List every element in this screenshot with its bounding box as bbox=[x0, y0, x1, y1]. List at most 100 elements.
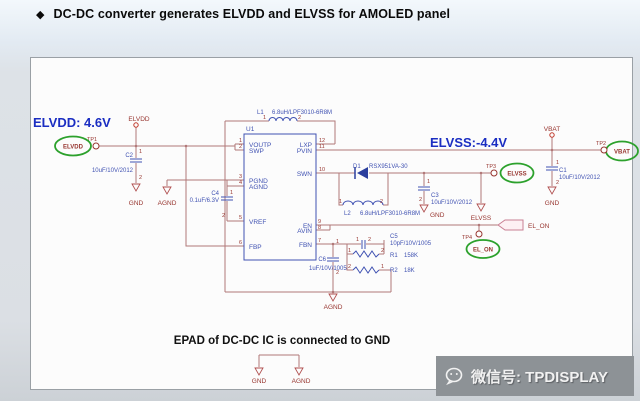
tp2-pad bbox=[600, 146, 608, 154]
wechat-icon bbox=[445, 367, 463, 386]
r2-pin2: 2 bbox=[348, 264, 351, 270]
tp4-net-label: EL_ON bbox=[473, 248, 493, 254]
c1-pin2: 2 bbox=[556, 180, 559, 186]
l2-loop-wire bbox=[338, 173, 389, 206]
ic-refdes: U1 bbox=[246, 126, 255, 133]
c2-pin2: 2 bbox=[139, 175, 142, 181]
r1-pin1: 1 bbox=[348, 248, 351, 254]
l2-coil bbox=[342, 200, 384, 206]
c6-plates bbox=[327, 257, 339, 262]
pin-name-pvin: PVIN bbox=[297, 148, 312, 155]
testpoint-tp2: TP2 VBAT bbox=[596, 140, 639, 162]
pin-name-swp: SWP bbox=[249, 148, 264, 155]
c4-pin1: 1 bbox=[230, 190, 233, 196]
pin-name-vref: VREF bbox=[249, 219, 266, 226]
testpoint-tp4: TP4 EL_ON bbox=[462, 230, 501, 259]
c3-pin1: 1 bbox=[427, 179, 430, 185]
wires bbox=[99, 120, 601, 367]
fbn-network-wire bbox=[316, 240, 392, 292]
pin-num-8: 8 bbox=[318, 225, 321, 231]
slide-title-text: DC-DC converter generates ELVDD and ELVS… bbox=[53, 7, 451, 21]
junction-dot bbox=[134, 144, 138, 148]
c5-pin2: 2 bbox=[368, 237, 371, 243]
tp4-refdes: TP4 bbox=[462, 235, 472, 241]
junction-dot bbox=[422, 171, 426, 175]
elvss-arrow-symbol bbox=[476, 203, 486, 212]
en-rail-wire bbox=[316, 224, 498, 231]
c3-value: 10uF/10V/2012 bbox=[431, 200, 473, 206]
ground-symbols bbox=[131, 122, 557, 376]
c2-pin1: 1 bbox=[139, 149, 142, 155]
slide-title: ◆ DC-DC converter generates ELVDD and EL… bbox=[36, 7, 450, 21]
diode-d1: D1 RSX951VA-30 bbox=[353, 164, 408, 179]
tp3-refdes: TP3 bbox=[486, 164, 496, 170]
resistor-r2: R2 18K 2 1 bbox=[348, 264, 415, 274]
r1-zigzag bbox=[352, 250, 380, 258]
c3-pin2: 2 bbox=[419, 197, 422, 203]
c5-value: 10pF/10V/1005 bbox=[390, 241, 432, 247]
r2-pin1: 1 bbox=[381, 264, 384, 270]
capacitor-c1: C1 10uF/10V/2012 1 2 bbox=[546, 160, 601, 186]
capacitor-c6: C6 1uF/10V/1005 1 2 bbox=[309, 239, 347, 276]
junction-dot bbox=[184, 144, 188, 148]
watermark: 微信号: TPDISPLAY bbox=[436, 356, 634, 396]
c4-value: 0.1uF/6.3V bbox=[190, 198, 219, 204]
c5-pin1: 1 bbox=[356, 237, 359, 243]
pin-name-voutp: VOUTP bbox=[249, 142, 271, 149]
tp4-highlight-ellipse bbox=[465, 239, 501, 259]
c1-plates bbox=[546, 166, 558, 171]
pin-num-6: 6 bbox=[239, 240, 242, 246]
c5-refdes: C5 bbox=[390, 234, 398, 240]
c4-branch-wire bbox=[226, 186, 244, 222]
pin-num-4: 4 bbox=[239, 180, 242, 186]
watermark-text: 微信号: TPDISPLAY bbox=[471, 368, 608, 386]
pin-num-10: 10 bbox=[319, 167, 325, 173]
tp1-net-label: ELVDD bbox=[63, 145, 84, 151]
c1-value: 10uF/10V/2012 bbox=[559, 175, 601, 181]
l1-pin1: 1 bbox=[263, 115, 266, 121]
gnd-symbol bbox=[254, 367, 264, 376]
vbat-power-label: VBAT bbox=[544, 126, 561, 133]
gnd-label-c2: GND bbox=[129, 200, 144, 207]
elvdd-rail-wire bbox=[99, 121, 244, 292]
junction-dot bbox=[477, 223, 481, 227]
elvdd-voltage-callout: ELVDD: 4.6V bbox=[33, 115, 111, 130]
pin-name-fbp: FBP bbox=[249, 244, 262, 251]
c2-plates bbox=[130, 158, 142, 163]
l1-pin2: 2 bbox=[298, 115, 301, 121]
c3-plates bbox=[418, 186, 430, 191]
epad-bracket-wire bbox=[258, 354, 300, 367]
inductor-l2: L2 6.8uH/LPF3010-6R8M 1 2 bbox=[339, 199, 420, 217]
resistor-r1: R1 158K 1 2 bbox=[348, 248, 418, 259]
pin-name-agnd: AGND bbox=[249, 184, 268, 191]
d1-value: RSX951VA-30 bbox=[369, 164, 408, 170]
gnd-label-c3: GND bbox=[430, 212, 445, 219]
c2-value: 10uF/10V/2012 bbox=[92, 168, 134, 174]
agnd-symbol bbox=[328, 293, 338, 302]
tp3-net-label: ELVSS bbox=[507, 172, 526, 178]
inductor-l1: L1 6.8uH/LPF3010-6R8M 1 2 bbox=[257, 110, 332, 122]
capacitor-c5: C5 10pF/10V/1005 1 2 bbox=[356, 234, 432, 249]
elvdd-power-symbol bbox=[133, 122, 139, 128]
r2-zigzag bbox=[352, 266, 380, 274]
l2-value: 6.8uH/LPF3010-6R8M bbox=[360, 211, 420, 217]
tp3-highlight-ellipse bbox=[499, 162, 535, 184]
gnd-label-c1: GND bbox=[545, 200, 560, 207]
agnd-label-epad: AGND bbox=[292, 378, 311, 385]
epad-note: EPAD of DC-DC IC is connected to GND bbox=[174, 335, 390, 347]
agnd-symbol bbox=[162, 186, 172, 195]
c1-refdes: C1 bbox=[559, 168, 567, 174]
testpoint-tp1: TP1 ELVDD bbox=[54, 135, 100, 157]
pin-num-12: 12 bbox=[319, 138, 325, 144]
vbat-power-symbol bbox=[549, 132, 555, 138]
l1-coil bbox=[268, 117, 298, 122]
tp1-refdes: TP1 bbox=[87, 137, 97, 143]
pin-num-1: 1 bbox=[239, 138, 242, 144]
r1-pin2: 2 bbox=[381, 248, 384, 254]
gnd-symbol bbox=[547, 186, 557, 195]
d1-refdes: D1 bbox=[353, 164, 361, 170]
diamond-bullet-icon: ◆ bbox=[36, 9, 45, 21]
elvdd-power-label: ELVDD bbox=[128, 116, 149, 123]
capacitor-c3: C3 10uF/10V/2012 1 2 bbox=[418, 179, 473, 206]
